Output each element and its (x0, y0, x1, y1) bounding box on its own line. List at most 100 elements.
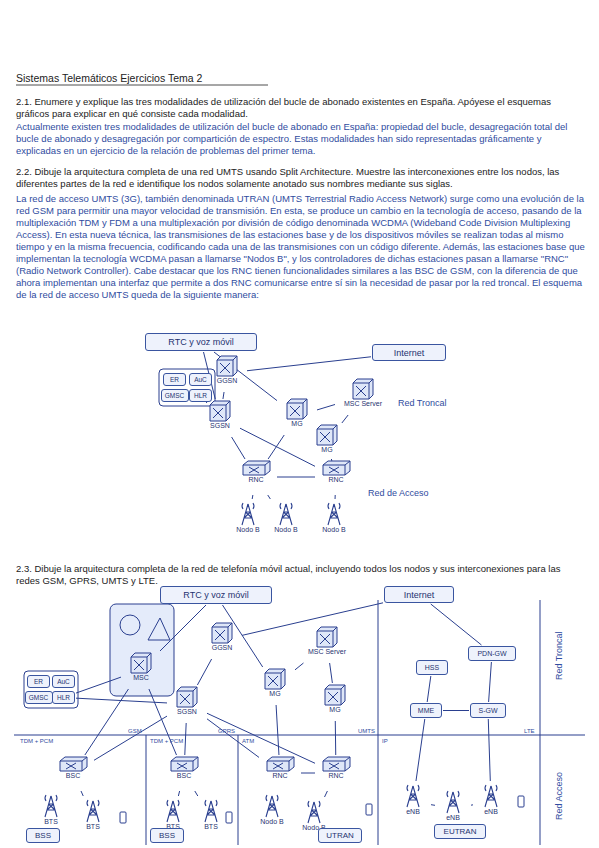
connector (276, 705, 279, 755)
connector-line (295, 663, 303, 670)
connector (185, 723, 186, 755)
base-station: eNB (474, 782, 508, 822)
separator (378, 600, 379, 845)
network-node: MG (256, 668, 294, 704)
connector-line (268, 495, 271, 499)
node-box: AuC (52, 675, 75, 688)
network-node: RNC (260, 756, 300, 790)
region-label: TDM + PCM (150, 738, 210, 745)
connector (295, 663, 303, 670)
separator (146, 735, 147, 845)
node-box: Internet (384, 586, 454, 603)
region-label: Red de Acceso (368, 487, 458, 499)
connector (195, 791, 198, 796)
connector-line (160, 605, 206, 651)
connector-line (252, 495, 254, 499)
connector (427, 676, 431, 702)
node-box: GMSC (161, 389, 189, 402)
connector (247, 357, 371, 371)
node-label: HLR (194, 392, 207, 399)
connector-line (427, 676, 431, 702)
network-node: MSC Server (300, 626, 354, 662)
connector (317, 404, 335, 409)
node-box: PDN-GW (468, 646, 516, 661)
switch-icon (265, 756, 295, 772)
vlr-symbol (120, 615, 140, 635)
connector-line (178, 791, 179, 796)
node-label: RNC (316, 772, 356, 779)
switch-icon (241, 460, 271, 476)
node-box: Internet (372, 344, 446, 361)
connector (488, 719, 490, 781)
connector-line (431, 804, 435, 806)
switch-icon (321, 460, 351, 476)
connector (335, 495, 336, 499)
region-label: GPRS (218, 728, 238, 735)
node-label: GGSN (203, 644, 241, 651)
switch-icon (176, 686, 198, 708)
separator (540, 600, 541, 845)
node-label: Nodo B (314, 526, 354, 533)
node-box: RTC y voz móvil (145, 333, 257, 351)
node-label: MG (256, 690, 294, 697)
node-label: MSC (122, 674, 160, 681)
node-label: Internet (404, 590, 435, 600)
connector (431, 804, 435, 806)
connector-line (223, 392, 224, 399)
node-box: HSS (416, 660, 448, 675)
connector-line (342, 415, 348, 423)
divider (14, 734, 585, 735)
connector (342, 415, 348, 423)
connector-line (330, 663, 333, 683)
connector-line (431, 604, 482, 645)
region-label: Red Acceso (553, 772, 565, 820)
network-node: RNC (316, 460, 356, 494)
node-label: BTS (76, 823, 110, 830)
connector (431, 604, 482, 645)
node-box: RTC y voz móvil (160, 586, 272, 604)
node-label: BSS (35, 831, 51, 840)
database-group (159, 369, 215, 406)
base-station: Nodo B (252, 792, 292, 834)
connector (81, 791, 83, 796)
base-station: Nodo B (314, 500, 354, 546)
node-box: UTRAN (318, 828, 362, 843)
connector-line (317, 404, 335, 409)
connector-line (443, 710, 469, 711)
switch-icon (130, 652, 152, 674)
base-station: Nodo B (228, 500, 268, 546)
node-box: HLR (52, 691, 75, 704)
connector (335, 721, 336, 755)
node-label: Nodo B (266, 526, 306, 533)
page-title: Sistemas Telemáticos Ejercicios Tema 2 (16, 72, 202, 84)
region-label: GSM (128, 728, 148, 735)
question-text: 2.3. Dibuje la arquitectura completa de … (16, 563, 586, 587)
connector-line (207, 713, 315, 763)
base-station: BTS (76, 797, 110, 839)
node-label: SGSN (201, 422, 239, 429)
antenna-icon (41, 792, 61, 818)
node-box: EUTRAN (434, 824, 486, 839)
connector (160, 605, 206, 651)
question-text: 2.2. Dibuje la arquitectura completa de … (16, 166, 586, 190)
connector-line (76, 677, 121, 693)
network-node: MSC (122, 652, 160, 688)
node-label: Nodo B (252, 818, 292, 825)
node-box: BSS (26, 828, 60, 843)
node-label: ER (34, 678, 43, 685)
node-label: BTS (34, 818, 68, 825)
node-label: BSC (53, 772, 93, 779)
switch-icon (324, 684, 346, 706)
connector (301, 773, 315, 774)
connector-line (301, 773, 315, 774)
network-node: GGSN (203, 622, 241, 658)
connector (325, 791, 328, 797)
node-label: ER (170, 376, 179, 383)
node-label: S-GW (478, 707, 497, 714)
region-label: TDM + PCM (20, 738, 80, 745)
node-label: Internet (394, 348, 425, 358)
network-node: MG (308, 424, 346, 460)
network-node: BSC (53, 756, 93, 790)
connector-line (85, 689, 129, 755)
antenna-icon (163, 797, 183, 823)
